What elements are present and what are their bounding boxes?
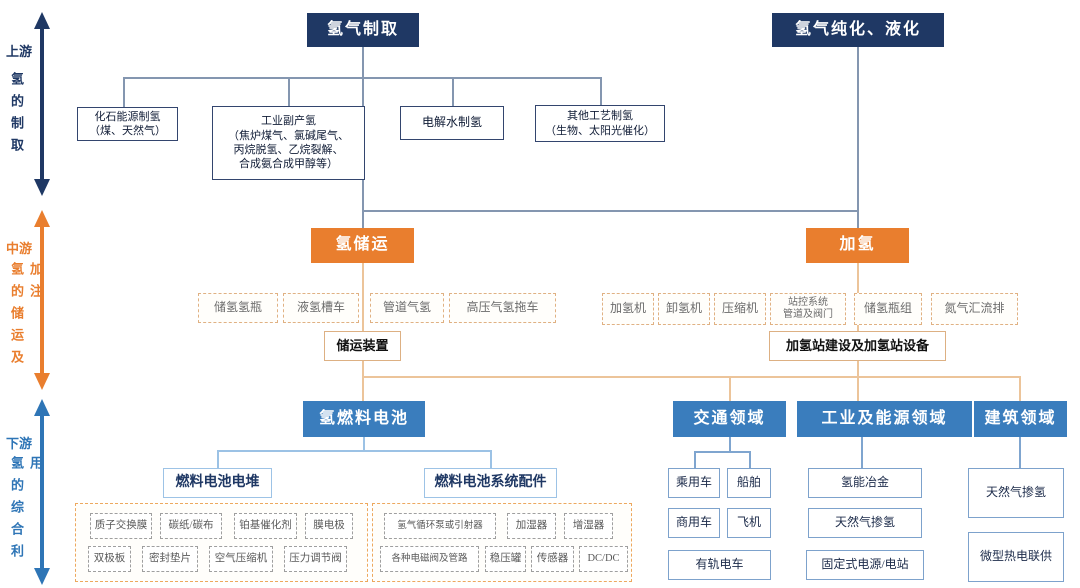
industry-item-metallurgy: 氢能冶金 [808, 468, 922, 498]
node-industrial-byproduct-hydrogen: 工业副产氢 （焦炉煤气、氯碱尾气、 丙烷脱氢、乙烷裂解、 合成氨合成甲醇等） [212, 106, 365, 180]
node-fossil-energy-hydrogen: 化石能源制氢 （煤、天然气） [77, 107, 178, 141]
node-hydrogen-refueling: 加氢 [806, 228, 909, 263]
building-item-gas-blending: 天然气掺氢 [968, 468, 1064, 518]
downstream-axis-arrow [34, 399, 50, 585]
connector-line [490, 450, 492, 468]
connector-line [694, 451, 696, 468]
connector-line [694, 451, 750, 453]
system-item-dcdc: DC/DC [579, 546, 628, 572]
connector-line [1019, 376, 1021, 401]
refueling-item-compressor: 压缩机 [714, 293, 766, 325]
node-hydrogen-production: 氢气制取 [307, 13, 419, 47]
node-fuel-cell-system-parts: 燃料电池系统配件 [424, 468, 557, 498]
building-item-micro-chp: 微型热电联供 [968, 532, 1064, 582]
connector-line [288, 77, 290, 106]
connector-line [362, 376, 1020, 378]
node-hydrogen-fuel-cell: 氢燃料电池 [303, 401, 425, 437]
storage-item-cylinder: 储氢氢瓶 [198, 293, 278, 323]
transport-item-passenger-car: 乘用车 [668, 468, 720, 498]
system-item-sensor: 传感器 [531, 546, 574, 572]
transport-item-aircraft: 飞机 [727, 508, 771, 538]
connector-line [217, 450, 491, 452]
connector-line [123, 77, 125, 107]
industry-item-stationary-power: 固定式电源/电站 [806, 550, 924, 580]
refueling-item-unloader: 卸氢机 [658, 293, 710, 325]
node-electrolysis-hydrogen: 电解水制氢 [400, 106, 504, 140]
system-item-humidifier: 加湿器 [507, 513, 556, 539]
stack-item-proton-membrane: 质子交换膜 [90, 513, 152, 539]
stack-item-membrane-electrode: 膜电极 [305, 513, 353, 539]
connector-line [362, 361, 364, 376]
connector-line [861, 437, 863, 468]
connector-line [362, 210, 858, 212]
system-item-moisturizer: 增湿器 [564, 513, 613, 539]
transport-item-commercial-vehicle: 商用车 [668, 508, 720, 538]
storage-item-tube-trailer: 高压气氢拖车 [449, 293, 556, 323]
downstream-stage-label: 下游 [6, 436, 33, 451]
refueling-item-station-control: 站控系统 管道及阀门 [770, 293, 846, 325]
connector-line [749, 451, 751, 468]
node-storage-equipment: 储运装置 [324, 331, 401, 361]
node-hydrogen-storage-transport: 氢储运 [311, 228, 414, 263]
upstream-axis-arrow [34, 12, 50, 196]
refueling-item-cylinder-group: 储氢瓶组 [854, 293, 922, 325]
upstream-stage-sublabel: 氢的制取 [9, 72, 24, 160]
connector-line [363, 437, 365, 450]
upstream-stage-label: 上游 [6, 44, 33, 59]
storage-item-pipeline-gas: 管道气氢 [370, 293, 444, 323]
node-fuel-cell-stack: 燃料电池电堆 [163, 468, 272, 498]
connector-line [1019, 437, 1021, 468]
midstream-axis-arrow [34, 210, 50, 390]
transport-item-tram: 有轨电车 [668, 550, 771, 580]
midstream-stage-label: 中游 [6, 241, 33, 256]
connector-line [729, 376, 731, 401]
stack-item-bipolar-plate: 双极板 [88, 546, 131, 572]
system-item-hydrogen-pump-ejector: 氢气循环泵或引射器 [384, 513, 496, 539]
downstream-stage-sublabel: 氢的综合利用 [9, 456, 43, 566]
stack-item-air-compressor: 空气压缩机 [209, 546, 273, 572]
storage-item-liquid-tanker: 液氢槽车 [283, 293, 359, 323]
connector-line [217, 450, 219, 468]
connector-line [729, 437, 731, 451]
node-refueling-station-equipment: 加氢站建设及加氢站设备 [769, 331, 946, 361]
stack-item-pressure-valve: 压力调节阀 [284, 546, 347, 572]
system-item-pressure-tank: 稳压罐 [485, 546, 526, 572]
connector-line [362, 376, 364, 401]
node-industry-energy-domain: 工业及能源领域 [797, 401, 972, 437]
connector-line [857, 361, 859, 401]
stack-item-platinum-catalyst: 铂基催化剂 [234, 513, 297, 539]
stack-item-seal-gasket: 密封垫片 [142, 546, 198, 572]
node-transport-domain: 交通领域 [673, 401, 786, 437]
industry-item-gas-blending: 天然气掺氢 [808, 508, 922, 538]
connector-line [857, 47, 859, 228]
refueling-item-nitrogen-manifold: 氮气汇流排 [931, 293, 1018, 325]
connector-line [362, 263, 364, 331]
connector-line [600, 77, 602, 105]
node-other-process-hydrogen: 其他工艺制氢 （生物、太阳光催化） [535, 105, 665, 142]
midstream-stage-sublabel: 氢的储运及加注 [9, 262, 43, 372]
connector-line [123, 77, 601, 79]
stack-item-carbon-paper: 碳纸/碳布 [160, 513, 222, 539]
refueling-item-dispenser: 加氢机 [602, 293, 654, 325]
connector-line [452, 77, 454, 106]
transport-item-ship: 船舶 [727, 468, 771, 498]
system-item-solenoid-valves-piping: 各种电磁阀及管路 [380, 546, 479, 572]
node-building-domain: 建筑领域 [974, 401, 1067, 437]
node-hydrogen-purification-liquefaction: 氢气纯化、液化 [772, 13, 944, 47]
